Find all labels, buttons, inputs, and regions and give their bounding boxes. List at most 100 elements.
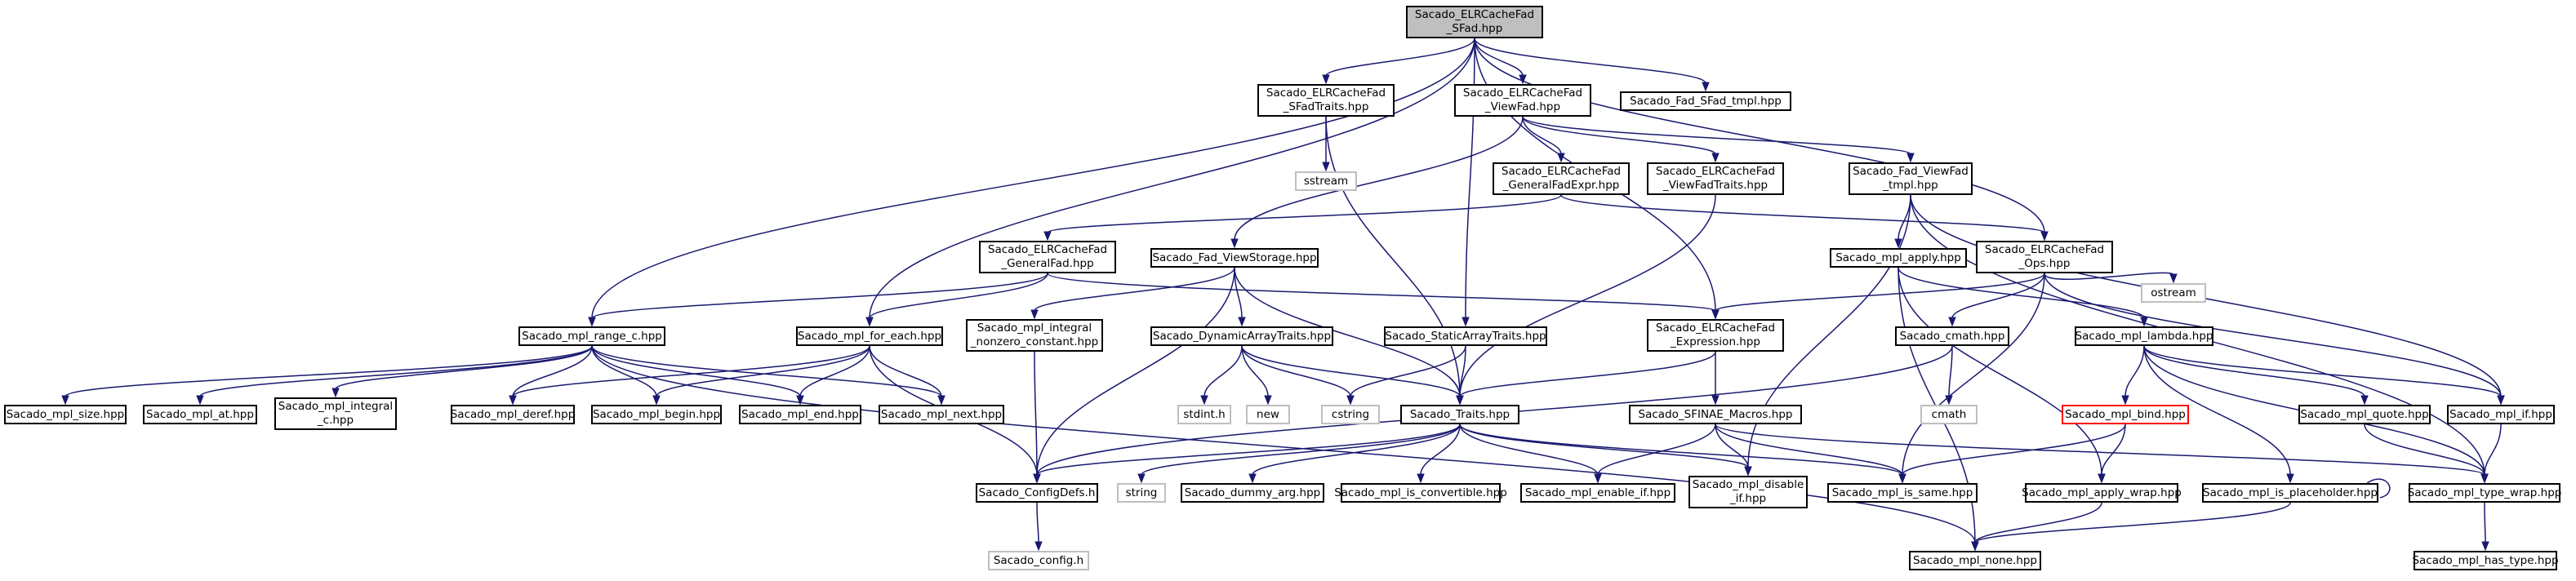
node-none[interactable]: Sacado_mpl_none.hpp [1909,551,2041,570]
node-staticarray[interactable]: Sacado_StaticArrayTraits.hpp [1384,326,1547,346]
node-ops[interactable]: Sacado_ELRCacheFad _Ops.hpp [1976,241,2113,273]
node-string[interactable]: string [1117,483,1166,503]
node-dynarray[interactable]: Sacado_DynamicArrayTraits.hpp [1150,326,1333,346]
node-hastype[interactable]: Sacado_mpl_has_type.hpp [2412,551,2559,570]
edge-arrowhead-genfadexpr-to-genfad [1043,231,1052,242]
node-foreach[interactable]: Sacado_mpl_for_each.hpp [796,326,943,346]
edge-genfad-to-expression [1047,273,1716,312]
edge-staticarray-to-cstring [1350,345,1466,397]
edge-isplaceholder-to-none [1974,502,2291,543]
node-begin[interactable]: Sacado_mpl_begin.hpp [591,405,722,424]
node-viewfad[interactable]: Sacado_ELRCacheFad _ViewFad.hpp [1454,84,1591,117]
edge-viewfad-to-genfadexpr [1522,116,1562,155]
node-sstream[interactable]: sstream [1295,171,1357,191]
node-config[interactable]: Sacado_config.h [988,551,1089,570]
node-ostream[interactable]: ostream [2141,283,2206,303]
node-cstring[interactable]: cstring [1321,405,1380,424]
edge-arrowhead-ops-to-expression [1711,309,1720,320]
edge-bind-to-issame [1902,424,2126,476]
edge-arrowhead-isplaceholder-to-none [1971,541,1979,552]
node-genfadexpr[interactable]: Sacado_ELRCacheFad _GeneralFadExpr.hpp [1493,162,1630,195]
edge-traits-to-configdefs [1036,424,1461,476]
edge-arrowhead-traits-to-dummyarg [1248,473,1257,484]
edge-viewfad-to-viewfadtmpl [1522,116,1911,155]
node-mplapply[interactable]: Sacado_mpl_apply.hpp [1830,248,1967,268]
node-quote[interactable]: Sacado_mpl_quote.hpp [2298,405,2431,424]
edge-root-to-foreach [869,38,1475,319]
edge-foreach-to-end [799,345,870,397]
edge-arrowhead-viewfad-to-viewfadtmpl [1906,153,1915,163]
edge-rangec-to-none [591,345,1976,543]
edge-rangec-to-at [199,345,593,397]
edge-arrowhead-foreach-to-deref [509,395,517,406]
node-genfad[interactable]: Sacado_ELRCacheFad _GeneralFad.hpp [979,241,1116,273]
node-issame[interactable]: Sacado_mpl_is_same.hpp [1827,483,1978,503]
node-root[interactable]: Sacado_ELRCacheFad _SFad.hpp [1406,6,1543,38]
node-sfadtraits[interactable]: Sacado_ELRCacheFad _SFadTraits.hpp [1257,84,1395,117]
node-next[interactable]: Sacado_mpl_next.hpp [879,405,1004,424]
node-enableif[interactable]: Sacado_mpl_enable_if.hpp [1520,483,1675,503]
node-cmath[interactable]: cmath [1920,405,1978,424]
node-bind[interactable]: Sacado_mpl_bind.hpp [2062,405,2189,424]
node-sfadtmpl[interactable]: Sacado_Fad_SFad_tmpl.hpp [1620,91,1791,111]
node-typewrap[interactable]: Sacado_mpl_type_wrap.hpp [2408,483,2561,503]
edge-arrowhead-expression-to-traits [1456,395,1464,406]
edge-arrowhead-traits-to-string [1137,473,1146,484]
edge-dynarray-to-new [1241,345,1269,397]
node-mplif[interactable]: Sacado_mpl_if.hpp [2447,405,2555,424]
node-disableif[interactable]: Sacado_mpl_disable _if.hpp [1688,476,1808,508]
node-size[interactable]: Sacado_mpl_size.hpp [4,405,127,424]
edge-lambda-to-bind [2124,345,2145,397]
edge-viewstorage-to-configdefs [1036,267,1235,476]
node-end[interactable]: Sacado_mpl_end.hpp [739,405,861,424]
node-isplaceholder[interactable]: Sacado_mpl_is_placeholder.hpp [2202,483,2378,503]
node-dummyarg[interactable]: Sacado_dummy_arg.hpp [1181,483,1324,503]
edge-arrowhead-traits-to-configdefs [1033,473,1041,484]
node-lambda[interactable]: Sacado_mpl_lambda.hpp [2075,326,2213,346]
node-traits[interactable]: Sacado_Traits.hpp [1400,405,1519,424]
edge-arrowhead-viewstorage-to-dynarray [1238,317,1246,327]
edge-root-to-sfadtmpl [1474,38,1706,84]
node-isconvertible[interactable]: Sacado_mpl_is_convertible.hpp [1334,483,1507,503]
edge-arrowhead-lambda-to-quote [2360,395,2369,406]
node-viewstorage[interactable]: Sacado_Fad_ViewStorage.hpp [1150,248,1319,268]
node-viewfadtraits[interactable]: Sacado_ELRCacheFad _ViewFadTraits.hpp [1647,162,1784,195]
edge-arrowhead-rangec-to-at [196,395,204,406]
edge-arrowhead-cmathhpp-to-cmath [1945,395,1953,406]
node-deref[interactable]: Sacado_mpl_deref.hpp [451,405,575,424]
edge-configdefs-to-config [1036,502,1039,543]
node-expression[interactable]: Sacado_ELRCacheFad _Expression.hpp [1647,319,1784,352]
edge-ops-to-mplif [2044,273,2502,397]
node-integralc[interactable]: Sacado_mpl_integral _c.hpp [274,397,397,430]
edge-arrowhead-root-to-sfadtmpl [1702,82,1710,92]
edge-rangec-to-deref [512,345,593,397]
node-cmathhpp[interactable]: Sacado_cmath.hpp [1895,326,2009,346]
edge-root-to-staticarray [1465,38,1475,319]
edge-sfinae-to-typewrap [1715,424,2485,476]
node-intnonzero[interactable]: Sacado_mpl_integral _nonzero_constant.hp… [966,319,1103,352]
edge-arrowhead-dynarray-to-new [1264,395,1272,406]
edge-expression-to-traits [1459,351,1716,397]
node-viewfadtmpl[interactable]: Sacado_Fad_ViewFad _tmpl.hpp [1849,162,1973,195]
edge-arrowhead-viewfad-to-viewstorage [1230,238,1239,249]
edge-arrowhead-sfinae-to-disableif [1744,466,1752,477]
edge-quote-to-typewrap [2364,424,2485,476]
node-rangec[interactable]: Sacado_mpl_range_c.hpp [518,326,665,346]
edge-traits-to-issame [1459,424,1903,476]
edge-traits-to-enableif [1459,424,1599,476]
node-stdint[interactable]: stdint.h [1177,405,1231,424]
node-at[interactable]: Sacado_mpl_at.hpp [143,405,257,424]
edge-viewfadtraits-to-traits [1459,194,1716,397]
edge-sfinae-to-issame [1715,424,1903,476]
edge-arrowhead-viewfad-to-viewfadtraits [1711,153,1720,163]
edge-sfadtraits-to-traits [1325,116,1461,397]
edge-rangec-to-begin [591,345,657,397]
edge-viewstorage-to-traits [1234,267,1461,397]
edge-viewstorage-to-intnonzero [1034,267,1235,312]
node-configdefs[interactable]: Sacado_ConfigDefs.h [976,483,1098,503]
node-new[interactable]: new [1246,405,1290,424]
edge-lambda-to-quote [2143,345,2365,397]
node-sfinae[interactable]: Sacado_SFINAE_Macros.hpp [1629,405,1802,424]
node-applywrap[interactable]: Sacado_mpl_apply_wrap.hpp [2022,483,2182,503]
